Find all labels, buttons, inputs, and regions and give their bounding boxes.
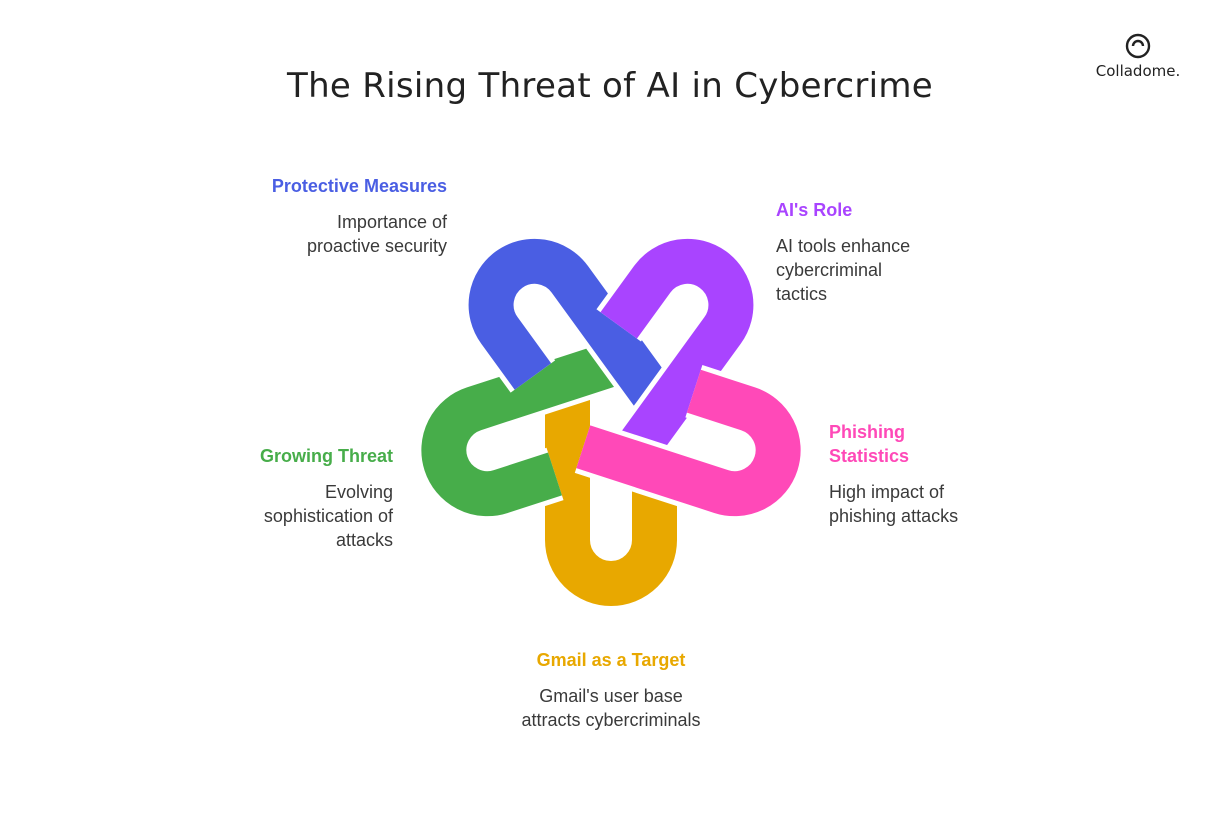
item-gmail-target: Gmail as a Target Gmail's user base attr… <box>521 648 701 732</box>
link-shape <box>545 395 677 606</box>
logo-text: Colladome. <box>1095 62 1181 80</box>
item-heading: Gmail as a Target <box>536 650 686 670</box>
item-description: Importance of proactive security <box>306 212 447 256</box>
item-growing-threat: Growing Threat Evolving sophistication o… <box>223 444 393 552</box>
link-shape <box>421 342 619 517</box>
brand-logo: Colladome. <box>1088 32 1188 80</box>
item-heading: AI's Role <box>776 200 853 220</box>
phishing-link <box>574 365 806 522</box>
protective-measures-link <box>463 233 678 413</box>
item-protective-measures: Protective Measures Importance of proact… <box>247 174 447 258</box>
gmail-link <box>540 395 682 611</box>
ais-role-link <box>596 233 759 464</box>
page-title: The Rising Threat of AI in Cybercrime <box>287 66 933 106</box>
item-description: AI tools enhance cybercriminal tactics <box>776 236 911 304</box>
logo-icon <box>1125 33 1151 59</box>
item-description: Gmail's user base attracts cybercriminal… <box>521 686 701 730</box>
item-description: Evolving sophistication of attacks <box>263 482 393 550</box>
link-shape <box>468 238 674 410</box>
item-description: High impact of phishing attacks <box>829 482 959 526</box>
link-shape <box>576 369 801 517</box>
item-ais-role: AI's Role AI tools enhance cybercriminal… <box>776 198 936 306</box>
item-heading: Phishing Statistics <box>829 422 910 466</box>
item-heading: Growing Threat <box>259 446 393 466</box>
link-shape <box>600 238 754 461</box>
item-heading: Protective Measures <box>271 176 447 196</box>
growing-threat-link <box>416 337 621 522</box>
item-phishing-statistics: Phishing Statistics High impact of phish… <box>829 420 989 528</box>
